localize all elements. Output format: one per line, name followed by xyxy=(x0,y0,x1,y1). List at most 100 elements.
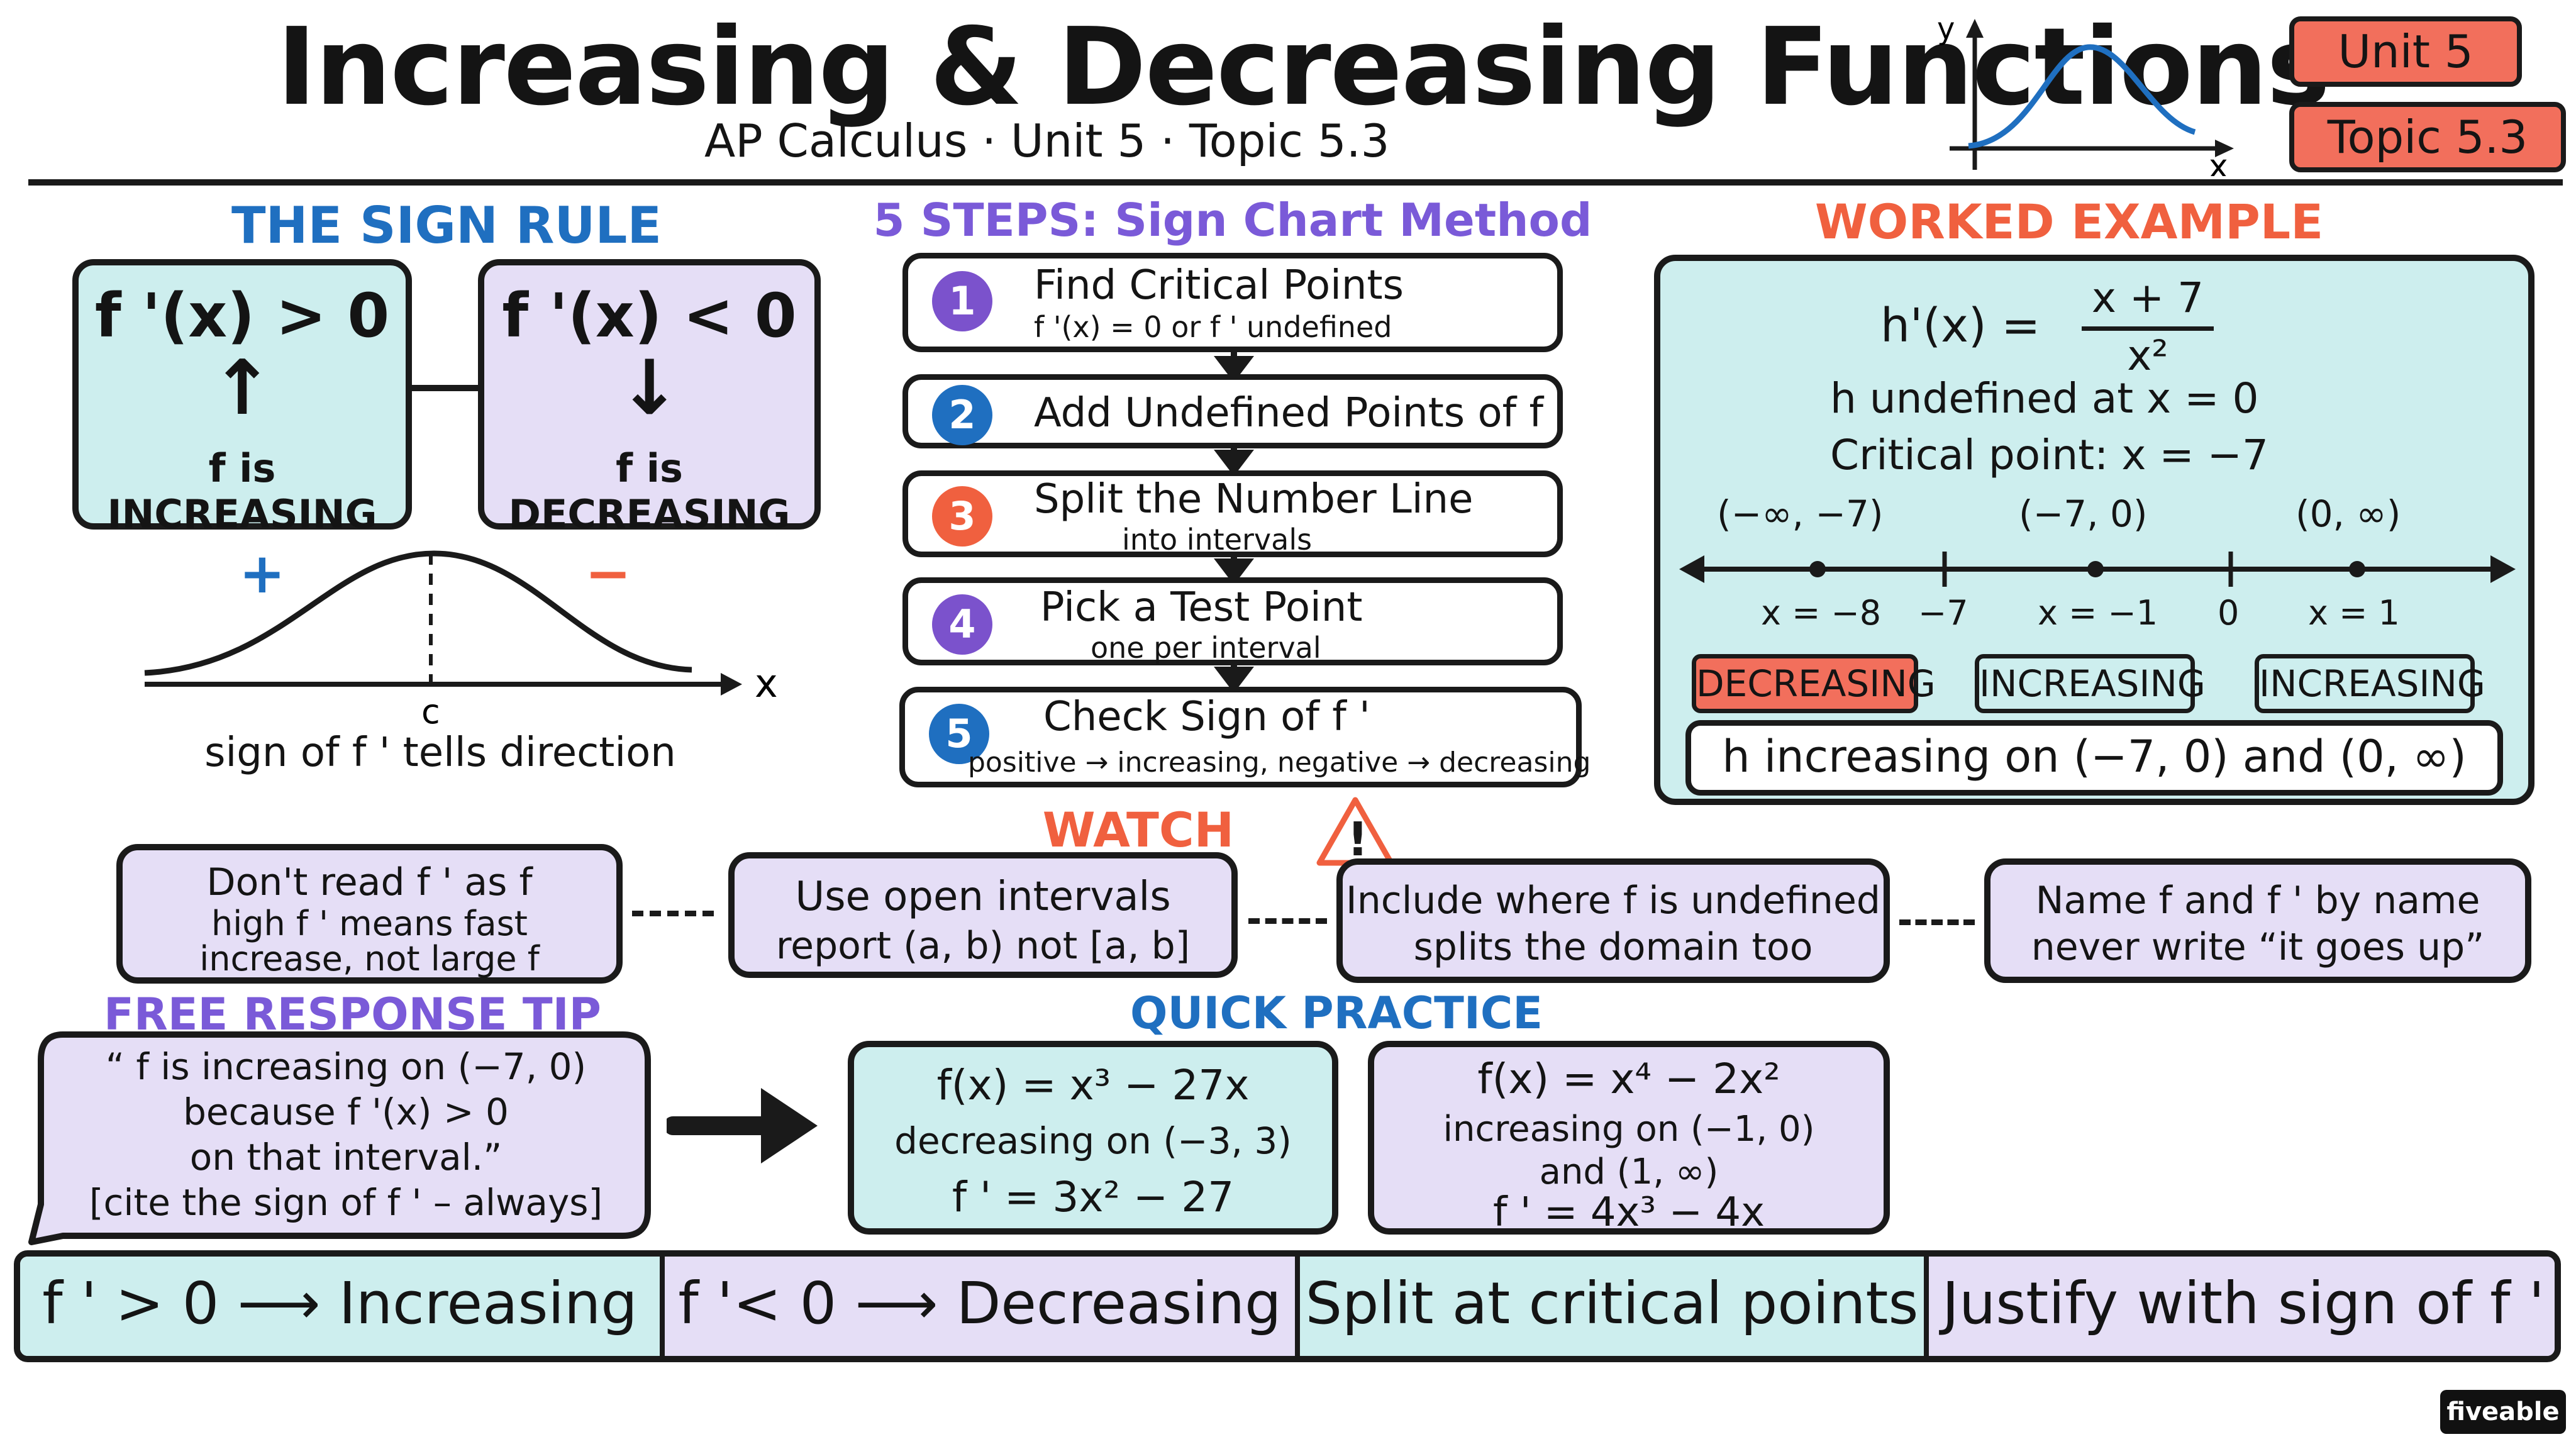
rule-connector xyxy=(412,385,478,391)
step-5-number: 5 xyxy=(929,704,989,764)
increasing-tag: INCREASING xyxy=(2255,654,2485,713)
critical-c-label: c xyxy=(421,692,440,731)
step-4-title: Pick a Test Point xyxy=(1040,584,1363,631)
steps-heading: 5 STEPS: Sign Chart Method xyxy=(873,194,1592,247)
tick-label: −7 xyxy=(1918,593,1968,633)
graph-x-label: x xyxy=(2209,148,2228,176)
step-2: 2 Add Undefined Points of f xyxy=(902,374,1563,448)
step-5: 5 Check Sign of f ' positive → increasin… xyxy=(899,687,1591,787)
derivative-lhs: h'(x) = xyxy=(1880,299,2041,353)
topic-tag: Topic 5.3 xyxy=(2289,102,2566,172)
step-5-subtitle: positive → increasing, negative → decrea… xyxy=(968,747,1591,779)
dashed-connector xyxy=(632,911,714,916)
minus-sign: − xyxy=(585,541,631,606)
practice-card: f(x) = x⁴ − 2x² increasing on (−1, 0) an… xyxy=(1368,1041,1890,1236)
watch-out-card: Name f and f ' by name never write “it g… xyxy=(1984,858,2531,983)
page-title: Increasing & Decreasing Functions xyxy=(277,5,2330,130)
step-4-number: 4 xyxy=(932,594,992,655)
negative-condition: f '(x) < 0 xyxy=(502,280,797,351)
step-3-subtitle: into intervals xyxy=(1122,523,1313,557)
watch-out-line: Don't read f ' as f xyxy=(206,860,533,904)
speech-bubble xyxy=(28,1031,651,1245)
watch-out-line: report (a, b) not [a, b] xyxy=(775,924,1191,968)
watch-out-line: splits the domain too xyxy=(1413,925,1813,969)
practice-function: f(x) = x⁴ − 2x² xyxy=(1477,1055,1780,1103)
brand-logo: fiveable xyxy=(2440,1390,2566,1434)
step-3-number: 3 xyxy=(932,486,992,547)
decreasing-rule-card: f '(x) < 0 ↓ f is DECREASING xyxy=(478,259,821,537)
summary-item: Split at critical points xyxy=(1300,1257,1929,1356)
curve-x-label: x xyxy=(755,660,778,706)
decreasing-tag: DECREASING xyxy=(1692,654,1936,713)
step-3: 3 Split the Number Line into intervals xyxy=(902,470,1563,557)
undefined-note: h undefined at x = 0 xyxy=(1830,374,2259,423)
critical-point-note: Critical point: x = −7 xyxy=(1830,431,2268,479)
increasing-rule-card: f '(x) > 0 ↑ f is INCREASING xyxy=(72,259,412,537)
test-point-label: x = −8 xyxy=(1761,593,1882,633)
fraction-bar xyxy=(2082,326,2214,331)
summary-bar: f ' > 0 ⟶ Increasing f '< 0 ⟶ Decreasing… xyxy=(14,1250,2561,1362)
positive-condition: f '(x) > 0 xyxy=(94,280,390,351)
plus-sign: + xyxy=(239,541,286,606)
page-subtitle: AP Calculus · Unit 5 · Topic 5.3 xyxy=(704,114,1390,167)
step-4-subtitle: one per interval xyxy=(1091,631,1321,665)
down-arrow-icon: ↓ xyxy=(618,345,681,432)
warning-icon: ! xyxy=(1316,797,1394,867)
sign-rule-heading: THE SIGN RULE xyxy=(231,196,662,255)
frq-tip-line: on that interval.” xyxy=(189,1136,502,1179)
practice-derivative: f ' = 3x² − 27 xyxy=(952,1173,1235,1221)
practice-derivative: f ' = 4x³ − 4x xyxy=(1493,1189,1765,1236)
frq-tip-text: “ f is increasing on (−7, 0) because f '… xyxy=(44,1044,648,1225)
conclusion-box: h increasing on (−7, 0) and (0, ∞) xyxy=(1685,720,2503,796)
step-1-title: Find Critical Points xyxy=(1034,262,1404,309)
sign-rule-caption: sign of f ' tells direction xyxy=(204,730,676,776)
warning-mark: ! xyxy=(1347,813,1368,867)
step-5-title: Check Sign of f ' xyxy=(1043,694,1370,740)
test-point-label: x = 1 xyxy=(2308,593,2400,633)
step-1-number: 1 xyxy=(932,271,992,331)
dashed-connector xyxy=(1248,918,1327,924)
step-3-title: Split the Number Line xyxy=(1034,476,1474,523)
header-graph-icon: y x xyxy=(1937,13,2234,176)
watch-out-card: Include where f is undefined splits the … xyxy=(1336,858,1890,983)
practice-answer: decreasing on (−3, 3) xyxy=(894,1119,1292,1162)
step-1: 1 Find Critical Points f '(x) = 0 or f '… xyxy=(902,253,1563,352)
watch-out-line: high f ' means fast xyxy=(211,904,528,943)
number-line xyxy=(1679,552,2516,587)
watch-out-line: Name f and f ' by name xyxy=(2035,879,2480,923)
worked-example-heading: WORKED EXAMPLE xyxy=(1814,194,2324,250)
step-2-title: Add Undefined Points of f xyxy=(1034,390,1544,436)
summary-item: Justify with sign of f ' xyxy=(1929,1257,2555,1356)
interval-label: (−∞, −7) xyxy=(1717,492,1884,535)
tick-label: 0 xyxy=(2218,593,2240,633)
graph-y-label: y xyxy=(1937,13,1955,47)
watch-out-line: increase, not large f xyxy=(199,939,540,979)
practice-function: f(x) = x³ − 27x xyxy=(936,1061,1250,1109)
worked-example-card: h'(x) = x + 7 x² h undefined at x = 0 Cr… xyxy=(1654,255,2534,805)
interval-label: (−7, 0) xyxy=(2019,492,2148,535)
frq-tip-line: “ f is increasing on (−7, 0) xyxy=(105,1045,587,1088)
up-arrow-icon: ↑ xyxy=(210,345,274,432)
unit-tag: Unit 5 xyxy=(2289,16,2522,87)
watch-out-line: never write “it goes up” xyxy=(2031,925,2485,969)
summary-item: f ' > 0 ⟶ Increasing xyxy=(20,1257,665,1356)
step-2-number: 2 xyxy=(932,385,992,445)
frq-tip-line: because f '(x) > 0 xyxy=(183,1091,509,1133)
watch-out-line: Include where f is undefined xyxy=(1346,879,1880,923)
watch-out-card: Don't read f ' as f high f ' means fast … xyxy=(116,844,623,984)
watch-out-card: Use open intervals report (a, b) not [a,… xyxy=(728,852,1238,978)
dashed-connector xyxy=(1899,919,1975,925)
step-1-subtitle: f '(x) = 0 or f ' undefined xyxy=(1034,310,1392,344)
derivative-denominator: x² xyxy=(2127,331,2168,380)
negative-result: f is DECREASING xyxy=(508,445,791,537)
practice-answer: increasing on (−1, 0) xyxy=(1443,1109,1815,1150)
summary-item: f '< 0 ⟶ Decreasing xyxy=(665,1257,1300,1356)
frq-tip-line: [cite the sign of f ' – always] xyxy=(89,1181,603,1224)
right-arrow-icon xyxy=(667,1088,818,1163)
practice-card: f(x) = x³ − 27x decreasing on (−3, 3) f … xyxy=(848,1041,1338,1235)
practice-answer: and (1, ∞) xyxy=(1539,1152,1719,1192)
header-divider xyxy=(28,179,2563,186)
derivative-numerator: x + 7 xyxy=(2091,274,2204,322)
positive-result: f is INCREASING xyxy=(107,445,377,537)
interval-label: (0, ∞) xyxy=(2296,492,2401,535)
